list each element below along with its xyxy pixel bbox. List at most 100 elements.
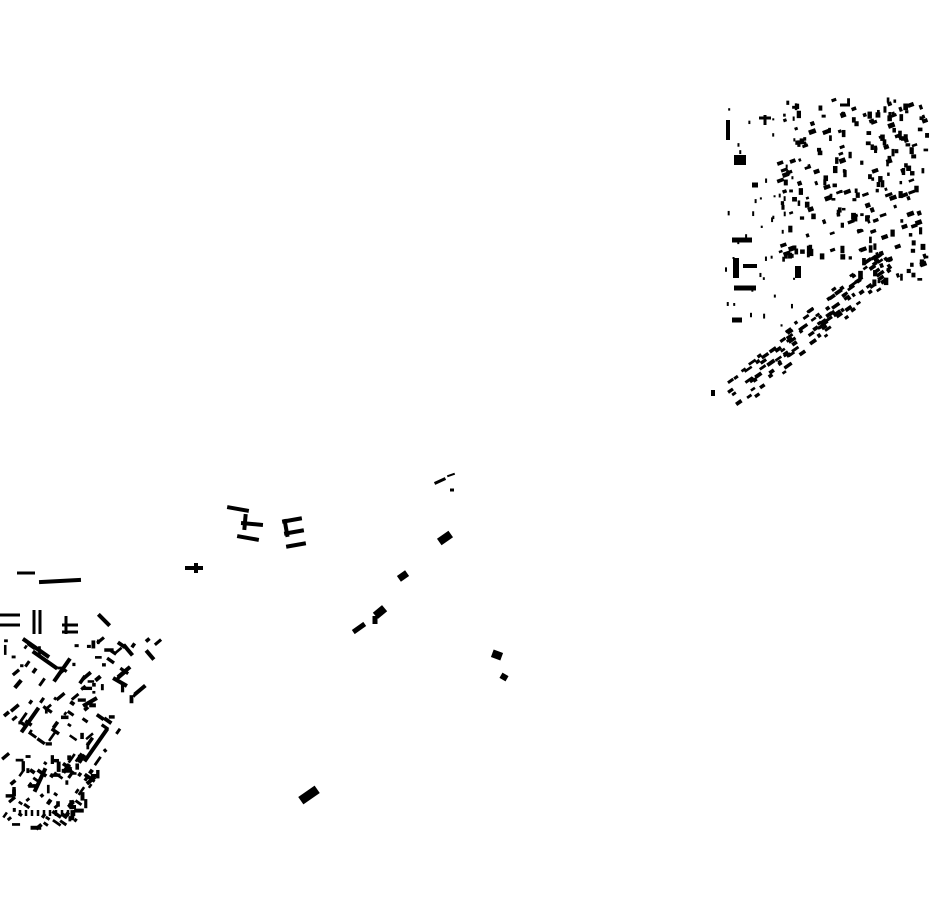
building: [818, 105, 823, 111]
building: [819, 253, 825, 260]
building: [781, 204, 785, 210]
building: [53, 771, 64, 780]
building: [772, 133, 775, 137]
building: [842, 291, 849, 297]
building: [867, 111, 872, 119]
building: [734, 155, 746, 165]
building: [18, 800, 24, 806]
building: [75, 763, 80, 770]
building: [67, 753, 76, 764]
building: [825, 311, 833, 319]
building: [86, 644, 91, 648]
building: [13, 678, 23, 690]
building: [886, 101, 893, 107]
building: [787, 245, 795, 253]
building: [95, 656, 102, 659]
building: [743, 365, 753, 373]
building: [838, 157, 847, 164]
building: [849, 272, 855, 278]
building: [808, 338, 818, 346]
building: [737, 143, 740, 147]
building: [30, 810, 34, 816]
building: [852, 198, 857, 202]
building: [793, 320, 799, 325]
building: [790, 253, 794, 258]
building: [918, 227, 923, 235]
building: [785, 336, 793, 343]
building: [783, 211, 786, 217]
building: [863, 256, 873, 265]
building: [372, 616, 378, 624]
building: [95, 713, 105, 721]
building: [784, 327, 792, 334]
building: [20, 721, 29, 729]
building: [760, 225, 763, 228]
building: [779, 336, 787, 343]
building: [756, 353, 763, 359]
building: [841, 207, 846, 211]
building: [62, 623, 78, 627]
building: [909, 147, 914, 155]
building: [759, 272, 762, 278]
building: [372, 605, 388, 619]
building: [809, 120, 816, 127]
building: [906, 165, 912, 171]
building: [0, 613, 20, 617]
building: [24, 719, 33, 727]
building: [865, 215, 870, 222]
building: [852, 213, 859, 219]
building: [892, 127, 896, 133]
building: [910, 171, 915, 176]
building: [752, 182, 758, 188]
building: [82, 696, 98, 708]
building: [51, 720, 60, 730]
building: [88, 768, 94, 775]
building: [69, 700, 76, 707]
building: [765, 178, 768, 183]
building: [92, 690, 96, 694]
building: [24, 660, 31, 668]
building: [895, 272, 900, 278]
building: [66, 810, 70, 816]
building: [56, 801, 60, 807]
building: [2, 811, 8, 819]
building: [855, 192, 860, 198]
building: [850, 306, 857, 313]
building: [47, 731, 56, 742]
building: [797, 200, 801, 206]
building: [132, 692, 137, 698]
building: [734, 285, 756, 291]
building: [910, 262, 914, 267]
building: [106, 656, 115, 665]
building: [793, 138, 796, 142]
building: [894, 149, 899, 154]
building: [499, 672, 509, 682]
building: [6, 816, 13, 822]
building: [854, 276, 864, 284]
building: [884, 192, 893, 198]
building: [108, 715, 115, 719]
building: [883, 143, 890, 150]
building: [81, 670, 92, 681]
building: [824, 325, 832, 332]
building: [865, 282, 873, 289]
building: [72, 662, 76, 667]
building: [789, 158, 797, 164]
building: [727, 210, 730, 216]
building: [906, 210, 915, 218]
building: [763, 313, 766, 319]
building: [64, 616, 68, 634]
building: [826, 296, 832, 302]
building: [754, 371, 763, 379]
building: [115, 727, 122, 735]
building: [821, 324, 828, 331]
building: [770, 255, 773, 259]
building: [871, 177, 875, 181]
building: [60, 715, 69, 720]
building: [855, 300, 862, 306]
building: [870, 144, 874, 150]
building: [3, 644, 7, 655]
building: [911, 143, 918, 148]
building: [759, 358, 768, 365]
building: [832, 183, 837, 188]
